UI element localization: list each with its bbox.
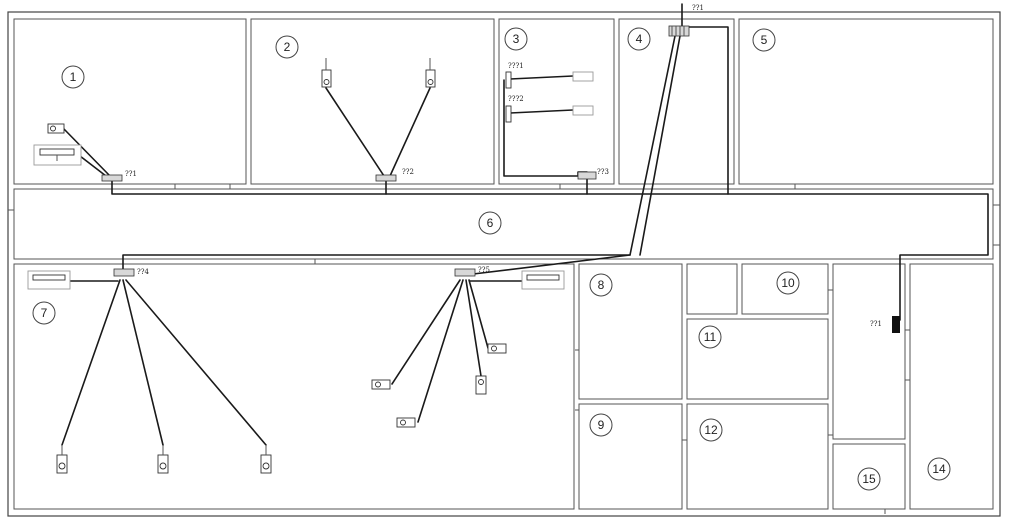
room-number-15: 15 [857,467,881,491]
room-12-outline [686,403,829,510]
svg-text:7: 7 [41,306,48,320]
junction-box-room3 [577,171,597,180]
room-6-outline [13,188,994,260]
junction-box-room2 [375,174,397,182]
svg-text:12: 12 [704,423,718,437]
door-ticks [8,184,1000,514]
label-main-switch: ??1 [692,4,704,12]
room-2-outline [250,18,495,185]
device-labels: ??1 ??1 ??2 ??3 ???1 ???2 ??4 ??5 ??1 [125,4,882,328]
room-number-5: 5 [752,28,776,52]
room-number-4: 4 [627,27,651,51]
devices-room1 [33,123,82,166]
room-small-outline [686,263,738,315]
devices-room2 [321,58,436,88]
junction-box-room7-right [454,268,476,277]
room-13-outline [832,263,906,440]
room-number-1: 1 [61,65,85,89]
label-switch-room3: ??3 [597,168,609,176]
devices-room7 [27,270,565,474]
wiring [61,3,989,446]
devices-room3 [505,71,594,123]
label-device-room3-b: ???2 [508,95,524,103]
svg-text:10: 10 [781,276,795,290]
main-distribution-box [668,25,690,37]
svg-text:3: 3 [513,32,520,46]
label-device-room3-a: ???1 [508,62,524,70]
label-switch-room7: ??4 [137,268,150,276]
room-number-10: 10 [776,271,800,295]
svg-text:5: 5 [761,33,768,47]
building-outline [7,11,1001,517]
room-10-outline [741,263,829,315]
junction-box-room1 [101,174,123,182]
room-number-14: 14 [927,457,951,481]
room-3-outline [498,18,615,185]
room-number-11: 11 [698,325,722,349]
room-number-7: 7 [32,301,56,325]
junction-box-room7-left [113,268,135,277]
svg-text:15: 15 [862,472,876,486]
room-5-outline [738,18,994,185]
label-cabinet: ??1 [870,320,882,328]
svg-text:14: 14 [932,462,946,476]
room-number-6: 6 [478,211,502,235]
room-7-outline [13,263,575,510]
room-number-3: 3 [504,27,528,51]
label-switch-room2: ??2 [402,168,414,176]
room-11-outline [686,318,829,400]
room-number-8: 8 [589,273,613,297]
label-switch-room7b: ??5 [478,266,490,274]
room-1-outline [13,18,247,185]
room-numbers: 1 2 3 4 5 6 7 8 9 10 11 12 14 15 [32,27,951,491]
svg-text:1: 1 [70,70,77,84]
room-8-outline [578,263,683,400]
svg-text:6: 6 [487,216,494,230]
room-15-outline [832,443,906,510]
junction-boxes [101,25,900,333]
svg-text:4: 4 [636,32,643,46]
svg-text:11: 11 [704,330,717,344]
room-number-12: 12 [699,418,723,442]
room-14-outline [909,263,994,510]
svg-text:2: 2 [284,40,291,54]
room-number-2: 2 [275,35,299,59]
cabinet-icon [892,316,900,333]
svg-text:8: 8 [598,278,605,292]
label-switch-room1: ??1 [125,170,137,178]
room-number-9: 9 [589,413,613,437]
room-9-outline [578,403,683,510]
room-4-outline [618,18,735,185]
svg-text:9: 9 [598,418,605,432]
